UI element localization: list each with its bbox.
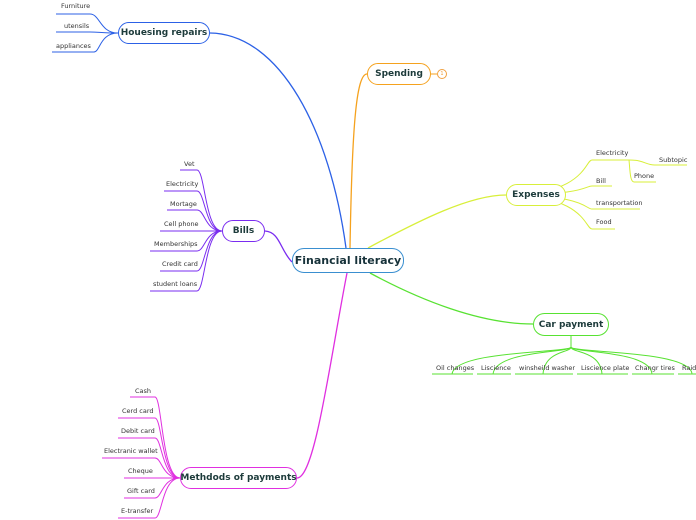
payments-item-e-transfer[interactable]: E-transfer <box>121 507 154 515</box>
topic-spending[interactable]: Spending <box>367 63 431 85</box>
housing-item-utensils[interactable]: utensils <box>64 22 90 30</box>
expenses-item-transportation[interactable]: transportation <box>596 199 643 207</box>
topic-car-payment[interactable]: Car payment <box>533 313 609 336</box>
car-item-oil-changes[interactable]: Oil changes <box>436 364 475 372</box>
bills-item-vet[interactable]: Vet <box>184 160 195 168</box>
payments-item-gift-card[interactable]: Gift card <box>127 487 155 495</box>
expenses-sub-subtopic[interactable]: Subtopic <box>659 156 688 164</box>
bills-item-credit-card[interactable]: Credit card <box>162 260 198 268</box>
car-item-liscience-plate[interactable]: Liscience plate <box>581 364 630 372</box>
payments-item-electronic-wallet[interactable]: Electranic wallet <box>104 447 158 455</box>
housing-item-appliances[interactable]: appliances <box>56 42 91 50</box>
expenses-item-food[interactable]: Food <box>596 218 612 226</box>
housing-item-furniture[interactable]: Furniture <box>61 2 91 10</box>
central-topic[interactable]: Financial literacy <box>292 248 404 273</box>
payments-item-cheque[interactable]: Cheque <box>128 467 153 475</box>
bills-item-electricity[interactable]: Electricity <box>166 180 199 188</box>
bills-item-mortage[interactable]: Mortage <box>170 200 197 208</box>
car-item-changr-tires[interactable]: Changr tires <box>635 364 675 372</box>
expenses-item-electricity[interactable]: Electricity <box>596 149 629 157</box>
payments-item-cash[interactable]: Cash <box>135 387 152 395</box>
bills-item-cell-phone[interactable]: Cell phone <box>164 220 199 228</box>
car-item-raido[interactable]: Raido <box>682 364 696 372</box>
payments-item-cerd-card[interactable]: Cerd card <box>122 407 154 415</box>
topic-expenses[interactable]: Expenses <box>506 184 566 206</box>
expenses-sub-phone[interactable]: Phone <box>634 172 655 180</box>
expenses-item-bill[interactable]: Bill <box>596 177 606 185</box>
spending-count-badge[interactable]: 1 <box>437 69 447 79</box>
car-item-liscience[interactable]: Liscience <box>481 364 511 372</box>
bills-item-memberships[interactable]: Memberships <box>154 240 198 248</box>
topic-methods-of-payments[interactable]: Methdods of payments <box>180 467 297 489</box>
topic-housing-repairs[interactable]: Houesing repairs <box>118 22 210 44</box>
car-item-winsheild-washer[interactable]: winsheild washer <box>519 364 576 372</box>
bills-item-student-loans[interactable]: student loans <box>153 280 198 288</box>
payments-item-debit-card[interactable]: Debit card <box>121 427 155 435</box>
topic-bills[interactable]: Bills <box>222 220 265 242</box>
